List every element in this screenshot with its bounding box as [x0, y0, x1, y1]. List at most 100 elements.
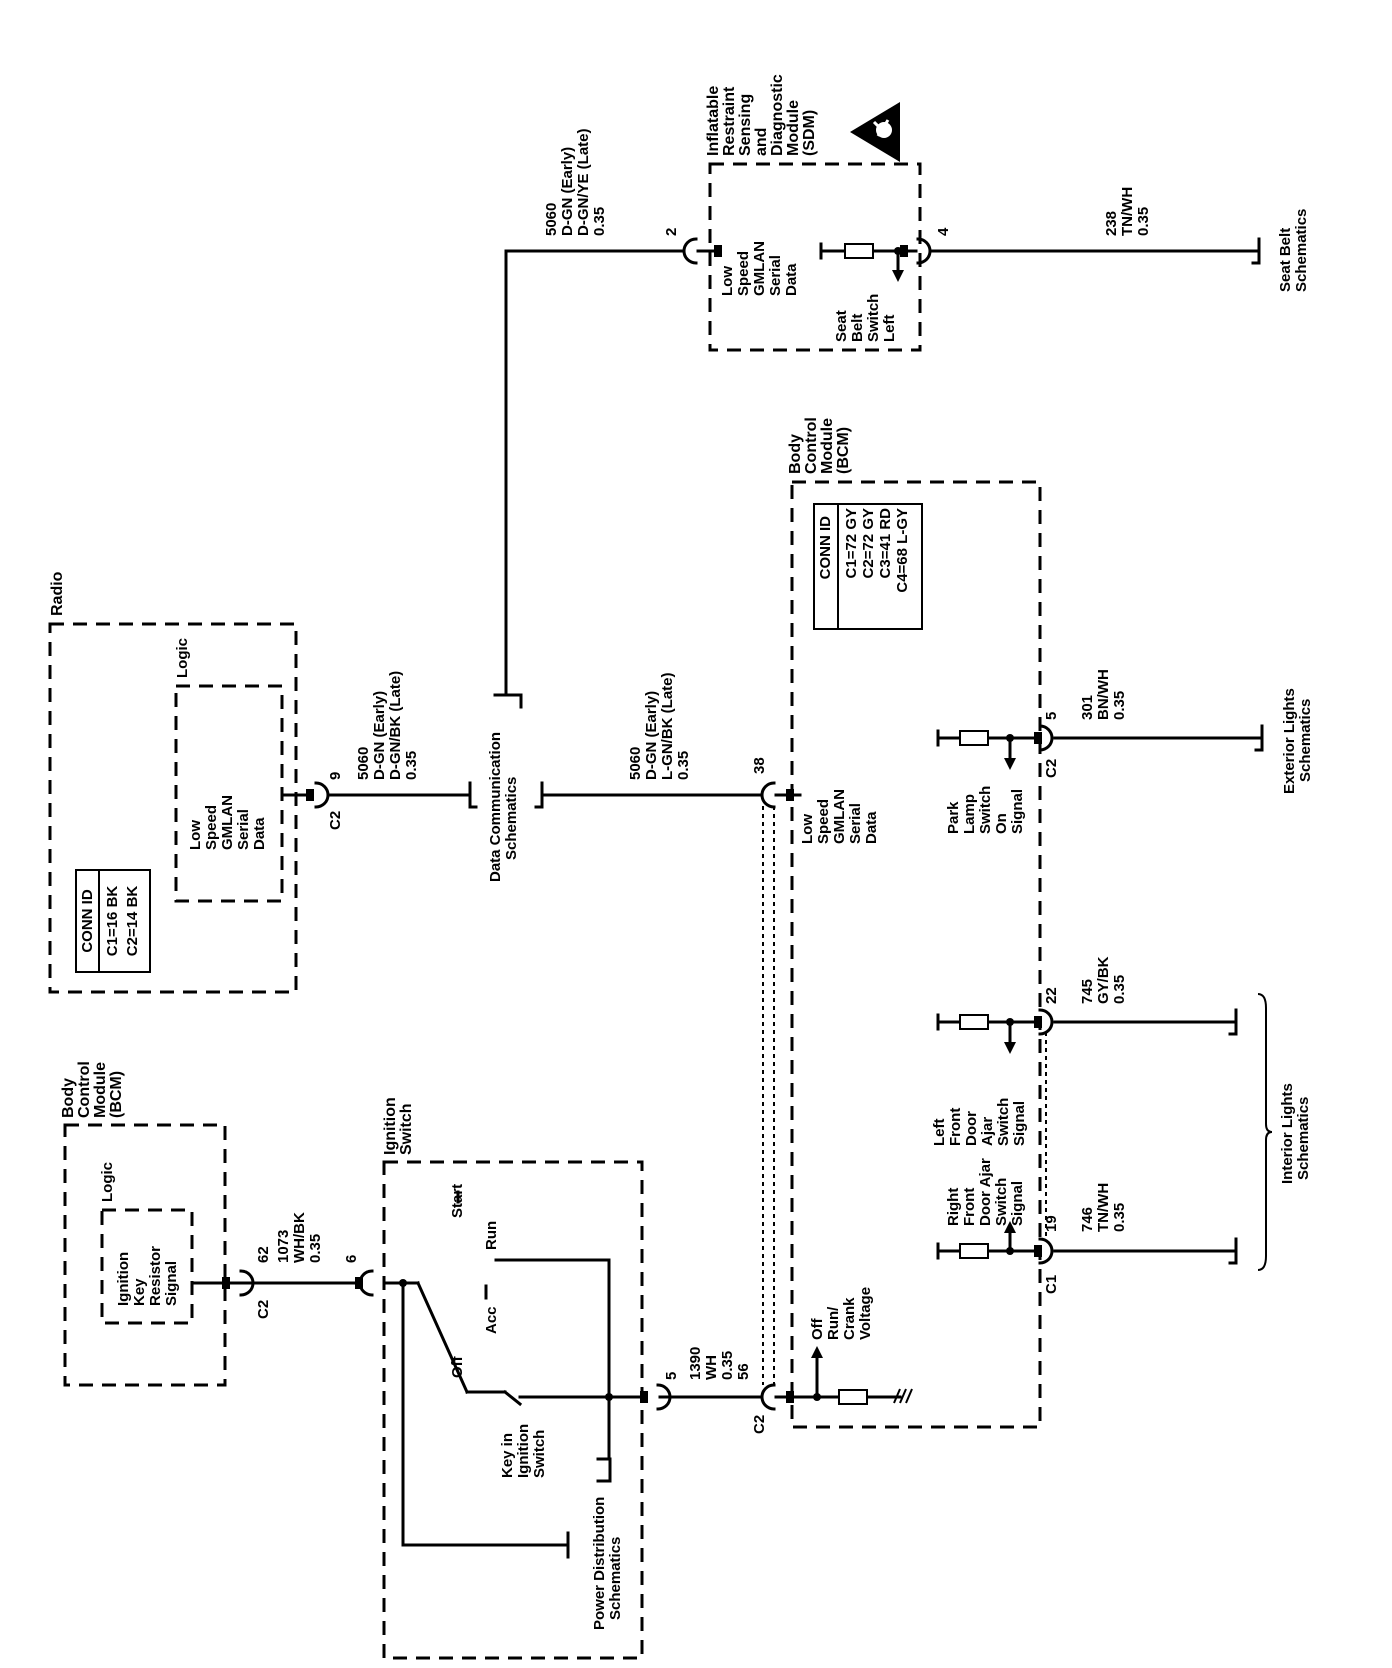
svg-text:GMLAN: GMLAN	[751, 241, 768, 296]
key-in-label: Key in Ignition Switch	[499, 1424, 548, 1478]
svg-text:0.35: 0.35	[1111, 1203, 1128, 1232]
right-door-arrow	[1004, 1221, 1016, 1233]
svg-text:D-GN/YE (Late): D-GN/YE (Late)	[575, 128, 592, 236]
connector-9	[314, 781, 330, 809]
pin-6: 6	[343, 1255, 360, 1263]
svg-text:Key: Key	[131, 1278, 148, 1306]
svg-text:Body: Body	[60, 1078, 77, 1118]
svg-text:Door Ajar: Door Ajar	[977, 1158, 994, 1226]
conn-c2-a: C2	[255, 1300, 272, 1319]
svg-text:Seat Belt: Seat Belt	[1277, 228, 1294, 292]
radio-conn-header: CONN ID	[79, 889, 96, 953]
pin-56: 56	[735, 1363, 752, 1380]
seatbelt-resistor	[844, 243, 874, 259]
svg-text:Module: Module	[819, 418, 836, 474]
svg-text:Door: Door	[963, 1111, 980, 1146]
conn-c2-c: C2	[327, 811, 344, 830]
connector-4	[916, 237, 932, 265]
data-comm-label: Data Communication Schematics	[487, 732, 520, 882]
power-dist-label: Power Distribution Schematics	[591, 1497, 624, 1630]
int-lights-bracket-1	[1228, 1008, 1238, 1036]
svg-text:Switch: Switch	[995, 1098, 1012, 1146]
wire-5060-sdm-label: 5060 D-GN (Early) D-GN/YE (Late) 0.35	[543, 128, 608, 236]
data-comm-bracket-left	[468, 781, 478, 809]
svg-text:TN/WH: TN/WH	[1095, 1183, 1112, 1232]
radio-conn-row-2: C2=14 BK	[124, 886, 141, 957]
svg-text:746: 746	[1079, 1207, 1096, 1232]
start-label: Start	[449, 1184, 466, 1218]
svg-text:Low: Low	[187, 820, 204, 850]
svg-text:TN/WH: TN/WH	[1119, 187, 1136, 236]
svg-text:Belt: Belt	[849, 314, 866, 342]
radio-logic-box	[174, 684, 284, 903]
svg-text:(SDM): (SDM)	[801, 110, 818, 156]
wire-745-label: 745 GY/BK 0.35	[1079, 956, 1128, 1004]
svg-text:Serial: Serial	[847, 803, 864, 844]
svg-text:D-GN/BK (Late): D-GN/BK (Late)	[387, 671, 404, 780]
svg-text:Park: Park	[945, 801, 962, 834]
svg-text:Switch: Switch	[977, 786, 994, 834]
connector-19	[1038, 1237, 1054, 1265]
svg-text:Speed: Speed	[735, 251, 752, 296]
svg-text:0.35: 0.35	[1135, 207, 1152, 236]
svg-text:Schematics: Schematics	[503, 777, 520, 860]
ign-switch-title: Ignition Switch	[382, 1097, 415, 1155]
conn-c2-b: C2	[751, 1415, 768, 1434]
ign-switch-blade	[416, 1281, 469, 1394]
park-lamp-arrow	[1004, 758, 1016, 770]
svg-text:Body: Body	[787, 434, 804, 474]
svg-text:Exterior Lights: Exterior Lights	[1281, 688, 1298, 794]
sdm-lsgmlan-label: Low Speed GMLAN Serial Data	[719, 241, 800, 296]
wire-5060-bcm-label: 5060 D-GN (Early) L-GN/BK (Late) 0.35	[627, 673, 692, 781]
svg-text:Serial: Serial	[767, 255, 784, 296]
svg-text:Key in: Key in	[499, 1433, 516, 1478]
pin-9: 9	[327, 772, 344, 780]
pin-38: 38	[751, 757, 768, 774]
svg-text:Control: Control	[803, 417, 820, 474]
svg-text:Seat: Seat	[833, 310, 850, 342]
wire-1073-label: 62 C2 1073 WH/BK 0.35 6	[255, 1212, 360, 1319]
off-run-label: Off Run/ Crank Voltage	[809, 1287, 874, 1340]
svg-text:Ignition: Ignition	[382, 1097, 399, 1155]
svg-text:5060: 5060	[355, 747, 372, 780]
sdm-box	[708, 162, 922, 352]
wire-1390-label: 5 1390 WH 0.35 56 C2	[663, 1347, 768, 1434]
svg-text:745: 745	[1079, 979, 1096, 1004]
svg-text:GMLAN: GMLAN	[831, 789, 848, 844]
ground-icon	[893, 1388, 913, 1404]
left-door-arrow	[1004, 1042, 1016, 1054]
svg-text:Data: Data	[783, 263, 800, 296]
svg-text:Switch: Switch	[398, 1103, 415, 1155]
data-comm-bracket-right	[534, 781, 544, 809]
svg-text:Power Distribution: Power Distribution	[591, 1497, 608, 1630]
svg-text:Signal: Signal	[163, 1261, 180, 1306]
wire-238-label: 238 TN/WH 0.35	[1103, 187, 1152, 236]
pin-4: 4	[935, 227, 952, 236]
svg-text:Sensing: Sensing	[737, 94, 754, 156]
bcm-right-box	[790, 480, 1042, 1429]
pin-62: 62	[255, 1246, 272, 1263]
svg-text:Schematics: Schematics	[1297, 699, 1314, 782]
park-lamp-label: Park Lamp Switch On Signal	[945, 786, 1026, 834]
int-lights-brace	[1257, 993, 1273, 1271]
svg-text:Right: Right	[945, 1188, 962, 1226]
power-dist-bracket	[596, 1457, 612, 1483]
wire-5060-radio-label: 5060 D-GN (Early) D-GN/BK (Late) 0.35	[355, 671, 420, 780]
pin-22: 22	[1043, 987, 1060, 1004]
svg-text:Data Communication: Data Communication	[487, 732, 504, 882]
connector-22	[1038, 1008, 1054, 1036]
svg-text:Ignition: Ignition	[515, 1424, 532, 1478]
svg-text:Restraint: Restraint	[721, 86, 738, 156]
connector-56	[760, 1383, 776, 1411]
svg-text:Schematics: Schematics	[607, 1537, 624, 1620]
svg-text:On: On	[993, 813, 1010, 834]
svg-text:Ignition: Ignition	[115, 1252, 132, 1306]
left-door-resistor	[959, 1014, 989, 1030]
svg-text:Switch: Switch	[531, 1430, 548, 1478]
svg-text:Diagnostic: Diagnostic	[769, 74, 786, 156]
connector-62	[239, 1269, 255, 1297]
seat-belt-schematics-label: Seat Belt Schematics	[1277, 209, 1310, 292]
svg-text:Front: Front	[961, 1188, 978, 1226]
ignition-switch-box	[382, 1160, 644, 1660]
run-crank-resistor	[838, 1389, 868, 1405]
